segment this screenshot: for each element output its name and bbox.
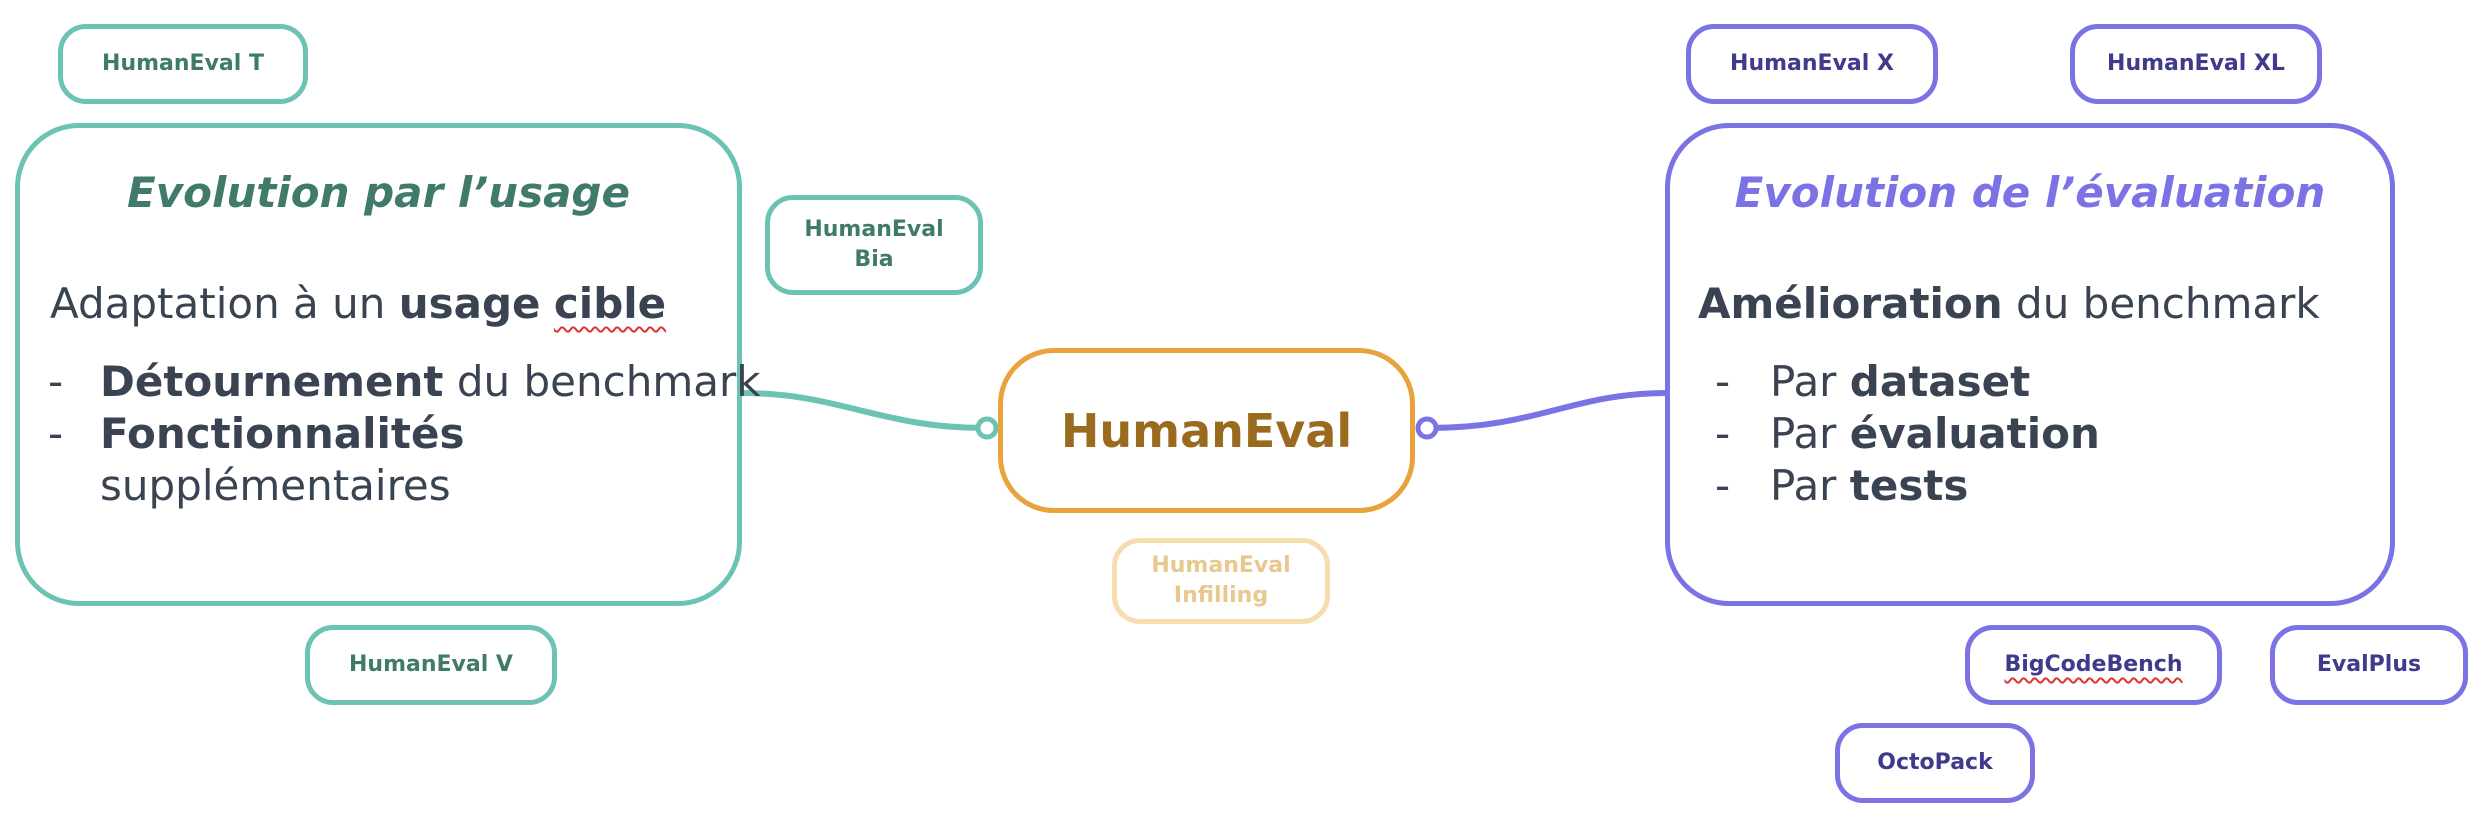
node-octopack-label: OctoPack [1877,750,1993,775]
left-bullet-2-dash: - [48,409,64,458]
left-intro-bold1: usage [398,279,541,328]
left-intro-prefix: Adaptation à un [50,279,399,328]
node-humaneval-bia-line1: HumanEval [804,217,944,242]
node-humaneval-infilling-line2: Infilling [1173,583,1269,608]
right-bullet-1: -Par dataset [1715,356,2375,408]
node-humaneval-t[interactable]: HumanEval T [58,24,308,104]
left-connector [741,390,986,431]
node-evalplus-label: EvalPlus [2316,652,2422,677]
left-usage-bullets: -Détournement du benchmark -Fonctionnali… [48,356,761,512]
right-bullet-1-prefix: Par [1770,357,1850,406]
left-intro-bold2: cible [553,279,667,328]
right-evaluation-bullets: -Par dataset -Par évaluation -Par tests [1715,356,2375,512]
node-humaneval-bia-line2: Bia [854,247,894,272]
right-bullet-1-dash: - [1715,357,1731,406]
node-humaneval-xl[interactable]: HumanEval XL [2070,24,2322,104]
node-bigcodebench[interactable]: BigCodeBench [1965,625,2222,705]
node-humaneval-bia[interactable]: HumanEval Bia [765,195,983,295]
right-bullet-3-bold: tests [1849,461,1969,510]
node-humaneval-xl-label: HumanEval XL [2107,51,2285,76]
node-humaneval-infilling-line1: HumanEval [1151,553,1291,578]
right-bullet-2-bold: évaluation [1849,409,2100,458]
right-intro-bold: Amélioration [1698,279,2003,328]
right-evaluation-title: Evolution de l’évaluation [1734,168,2326,217]
left-usage-title: Evolution par l’usage [127,168,630,217]
right-intro-rest: du benchmark [2002,279,2320,328]
left-bullet-1-dash: - [48,357,64,406]
node-humaneval-x[interactable]: HumanEval X [1686,24,1938,104]
right-bullet-2-dash: - [1715,409,1731,458]
right-bullet-1-bold: dataset [1849,357,2031,406]
left-bullet-1-rest: du benchmark [443,357,761,406]
left-usage-box[interactable]: Evolution par l’usage Adaptation à un us… [15,123,761,606]
node-octopack[interactable]: OctoPack [1835,723,2035,803]
node-bigcodebench-label: BigCodeBench [2004,652,2183,677]
node-humaneval-v-label: HumanEval V [349,652,513,677]
right-evaluation-intro: Amélioration du benchmark [1698,278,2320,330]
right-bullet-3-dash: - [1715,461,1731,510]
left-connector-handle [975,416,999,440]
left-bullet-2-bold: Fonctionnalités [100,409,465,458]
node-evalplus[interactable]: EvalPlus [2270,625,2468,705]
left-bullet-1: -Détournement du benchmark [48,356,761,408]
right-bullet-3-prefix: Par [1770,461,1850,510]
node-humaneval-infilling[interactable]: HumanEval Infilling [1112,538,1330,624]
node-humaneval-t-label: HumanEval T [102,51,264,76]
right-connector-handle [1415,416,1439,440]
central-node-label: HumanEval [1060,403,1353,458]
node-humaneval-v[interactable]: HumanEval V [305,625,557,705]
left-bullet-2-rest: supplémentaires [100,461,451,510]
right-bullet-2-prefix: Par [1770,409,1850,458]
left-bullet-1-bold: Détournement [100,357,444,406]
right-connector [1427,390,1669,431]
right-bullet-3: -Par tests [1715,460,2375,512]
left-usage-intro: Adaptation à un usage cible [50,278,666,330]
central-node-humaneval[interactable]: HumanEval [998,348,1415,513]
right-bullet-2: -Par évaluation [1715,408,2375,460]
right-evaluation-box[interactable]: Evolution de l’évaluation Amélioration d… [1665,123,2395,606]
node-humaneval-x-label: HumanEval X [1730,51,1894,76]
